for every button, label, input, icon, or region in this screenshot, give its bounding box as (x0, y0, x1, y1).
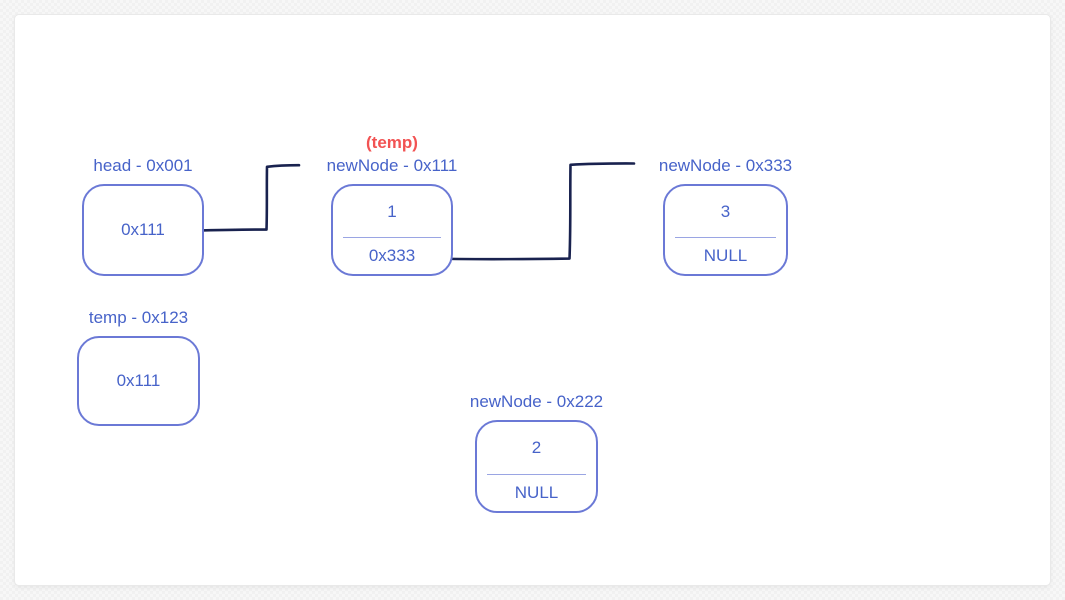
node-newnode-0x333-label: newNode - 0x333 (658, 156, 793, 176)
node-field-divider (487, 474, 586, 476)
node-newnode-0x222-data: 2 (531, 438, 542, 458)
node-head: head - 0x001 0x111 (82, 156, 204, 276)
node-newnode-0x111-next: 0x333 (368, 246, 416, 266)
node-head-box: 0x111 (82, 184, 204, 276)
node-newnode-0x111-data: 1 (387, 201, 397, 221)
node-head-value: 0x111 (121, 220, 165, 239)
node-newnode-0x333: newNode - 0x333 3 NULL (659, 156, 792, 276)
node-temp-label: temp - 0x123 (88, 308, 189, 328)
node-newnode-0x222-label: newNode - 0x222 (469, 392, 604, 412)
node-field-divider (343, 237, 441, 239)
node-newnode-0x111: (temp) newNode - 0x111 1 0x333 (327, 133, 457, 276)
node-newnode-0x333-box: 3 NULL (663, 184, 788, 276)
temp-annotation: (temp) (366, 133, 418, 153)
node-newnode-0x333-data: 3 (720, 201, 731, 221)
node-head-label: head - 0x001 (93, 156, 193, 176)
node-temp-value: 0x111 (116, 371, 161, 390)
node-newnode-0x222: newNode - 0x222 2 NULL (470, 392, 603, 513)
node-newnode-0x111-label: newNode - 0x111 (326, 156, 458, 176)
node-temp: temp - 0x123 0x111 (77, 308, 200, 426)
node-newnode-0x111-box: 1 0x333 (331, 184, 453, 276)
node-field-divider (675, 237, 776, 239)
node-newnode-0x333-next: NULL (703, 246, 748, 266)
node-temp-box: 0x111 (77, 336, 200, 426)
node-newnode-0x222-box: 2 NULL (475, 420, 598, 513)
node-newnode-0x222-next: NULL (514, 483, 559, 503)
